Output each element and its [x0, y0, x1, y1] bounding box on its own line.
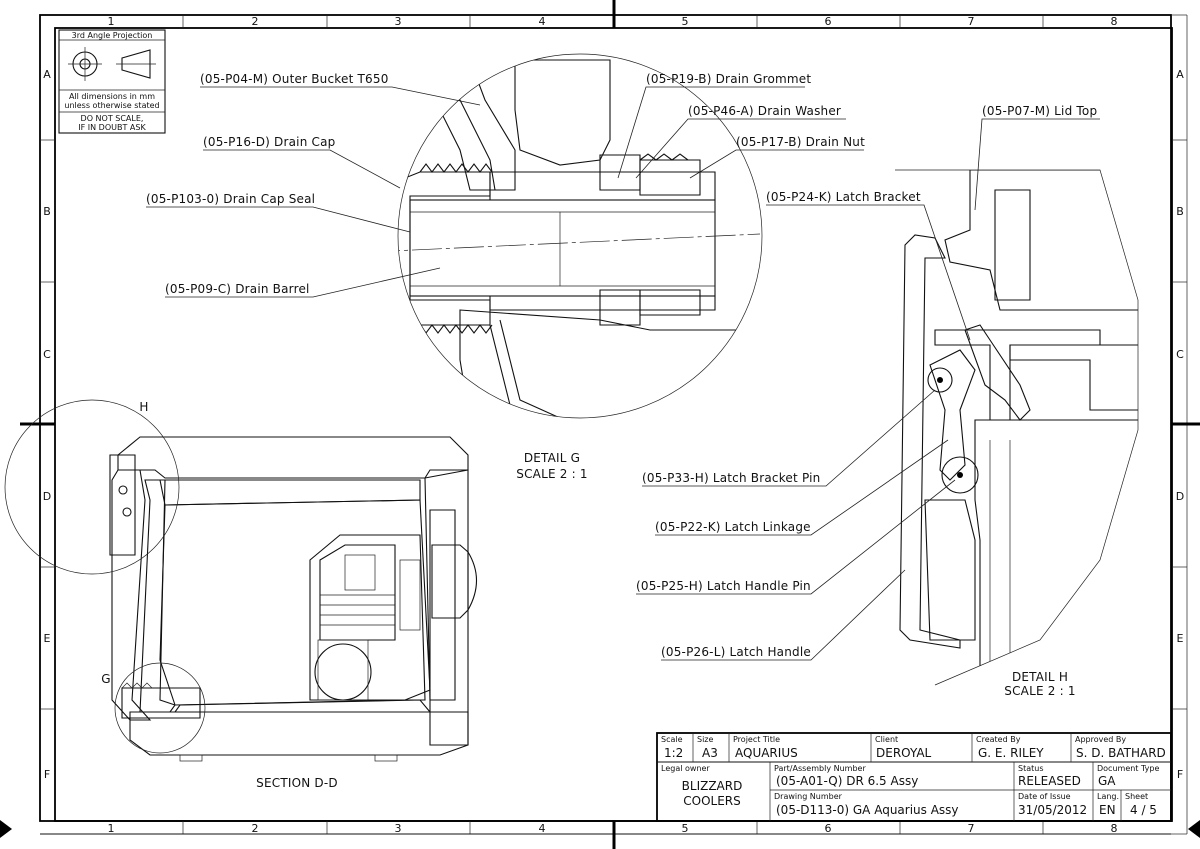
- projection-note: DO NOT SCALE,: [81, 114, 144, 123]
- row-label: D: [1176, 490, 1184, 503]
- detail-g-marker: G: [101, 672, 111, 686]
- drawing-label: Drawing Number: [774, 792, 843, 801]
- row-label: E: [44, 632, 51, 645]
- callout-drain-nut: (05-P17-B) Drain Nut: [736, 135, 865, 149]
- col-label: 6: [825, 15, 832, 28]
- projection-box: 3rd Angle Projection All dimensions in m…: [58, 29, 166, 134]
- col-label: 7: [968, 15, 975, 28]
- col-label: 3: [395, 15, 402, 28]
- detail-h-view: DETAIL H SCALE 2 : 1: [895, 169, 1139, 698]
- detail-h-callouts: (05-P07-M) Lid Top (05-P24-K) Latch Brac…: [636, 104, 1100, 661]
- third-angle-projection-icon: [68, 47, 156, 81]
- created-label: Created By: [976, 735, 1021, 744]
- col-label: 2: [252, 822, 259, 835]
- detail-h-title: DETAIL H: [1012, 670, 1068, 684]
- row-label: C: [1176, 348, 1184, 361]
- project-label: Project Title: [733, 735, 780, 744]
- callout-drain-grommet: (05-P19-B) Drain Grommet: [646, 72, 811, 86]
- status-value: RELEASED: [1018, 774, 1081, 788]
- date-label: Date of Issue: [1018, 792, 1071, 801]
- col-label: 7: [968, 822, 975, 835]
- created-value: G. E. RILEY: [978, 746, 1044, 760]
- col-label: 4: [539, 822, 546, 835]
- detail-h-marker: H: [139, 400, 148, 414]
- size-label: Size: [697, 735, 714, 744]
- lang-label: Lang.: [1097, 792, 1119, 801]
- owner-label: Legal owner: [661, 764, 710, 773]
- col-label: 1: [108, 15, 115, 28]
- sheet-label: Sheet: [1125, 792, 1148, 801]
- projection-note: IF IN DOUBT ASK: [78, 123, 146, 132]
- approved-label: Approved By: [1075, 735, 1126, 744]
- row-label: B: [1176, 205, 1184, 218]
- grid-labels: 1 2 3 4 5 6 7 8 1 2 3 4 5 6 7 8 A B C D …: [43, 15, 1184, 835]
- callout-latch-linkage: (05-P22-K) Latch Linkage: [655, 520, 811, 534]
- date-value: 31/05/2012: [1018, 803, 1087, 817]
- approved-value: S. D. BATHARD: [1076, 746, 1166, 760]
- client-value: DEROYAL: [876, 746, 932, 760]
- owner-line2: COOLERS: [683, 794, 741, 808]
- sheet-value: 4 / 5: [1130, 803, 1157, 817]
- callout-latch-handle-pin: (05-P25-H) Latch Handle Pin: [636, 579, 811, 593]
- client-label: Client: [875, 735, 898, 744]
- detail-g-title: DETAIL G: [524, 451, 580, 465]
- col-label: 5: [682, 822, 689, 835]
- col-label: 5: [682, 15, 689, 28]
- callout-lid-top: (05-P07-M) Lid Top: [982, 104, 1097, 118]
- lang-value: EN: [1099, 803, 1116, 817]
- callout-drain-washer: (05-P46-A) Drain Washer: [688, 104, 841, 118]
- part-label: Part/Assembly Number: [774, 764, 866, 773]
- row-label: D: [43, 490, 51, 503]
- drawing-value: (05-D113-0) GA Aquarius Assy: [776, 803, 959, 817]
- doctype-value: GA: [1098, 774, 1116, 788]
- callout-drain-barrel: (05-P09-C) Drain Barrel: [165, 282, 310, 296]
- scale-value: 1:2: [664, 746, 683, 760]
- row-label: B: [43, 205, 51, 218]
- projection-note: All dimensions in mm: [69, 92, 155, 101]
- col-label: 1: [108, 822, 115, 835]
- callout-latch-bracket: (05-P24-K) Latch Bracket: [766, 190, 921, 204]
- owner-line1: BLIZZARD: [682, 779, 743, 793]
- col-label: 2: [252, 15, 259, 28]
- projection-note: unless otherwise stated: [64, 101, 159, 110]
- size-value: A3: [702, 746, 718, 760]
- row-label: C: [43, 348, 51, 361]
- col-label: 8: [1111, 15, 1118, 28]
- callout-latch-handle: (05-P26-L) Latch Handle: [661, 645, 811, 659]
- callout-drain-cap-seal: (05-P103-0) Drain Cap Seal: [146, 192, 315, 206]
- callout-outer-bucket: (05-P04-M) Outer Bucket T650: [200, 72, 389, 86]
- doctype-label: Document Type: [1097, 764, 1159, 773]
- project-value: AQUARIUS: [735, 746, 798, 760]
- detail-g-view: DETAIL G SCALE 2 : 1: [397, 53, 763, 481]
- detail-g-callouts: (05-P04-M) Outer Bucket T650 (05-P16-D) …: [146, 72, 865, 298]
- row-label: F: [1177, 768, 1183, 781]
- detail-g-scale: SCALE 2 : 1: [516, 467, 587, 481]
- row-label: A: [1176, 68, 1184, 81]
- col-label: 3: [395, 822, 402, 835]
- callout-latch-bracket-pin: (05-P33-H) Latch Bracket Pin: [642, 471, 820, 485]
- scale-label: Scale: [661, 735, 683, 744]
- title-block: Scale 1:2 Size A3 Project Title AQUARIUS…: [656, 732, 1172, 822]
- detail-h-scale: SCALE 2 : 1: [1004, 684, 1075, 698]
- section-title: SECTION D-D: [256, 776, 338, 790]
- col-label: 6: [825, 822, 832, 835]
- col-label: 8: [1111, 822, 1118, 835]
- row-label: E: [1177, 632, 1184, 645]
- col-label: 4: [539, 15, 546, 28]
- row-label: A: [43, 68, 51, 81]
- section-d-d-view: H G SECTION D-D: [4, 399, 477, 790]
- part-value: (05-A01-Q) DR 6.5 Assy: [776, 774, 918, 788]
- callout-drain-cap: (05-P16-D) Drain Cap: [203, 135, 335, 149]
- projection-title: 3rd Angle Projection: [72, 31, 153, 40]
- row-label: F: [44, 768, 50, 781]
- status-label: Status: [1018, 764, 1044, 773]
